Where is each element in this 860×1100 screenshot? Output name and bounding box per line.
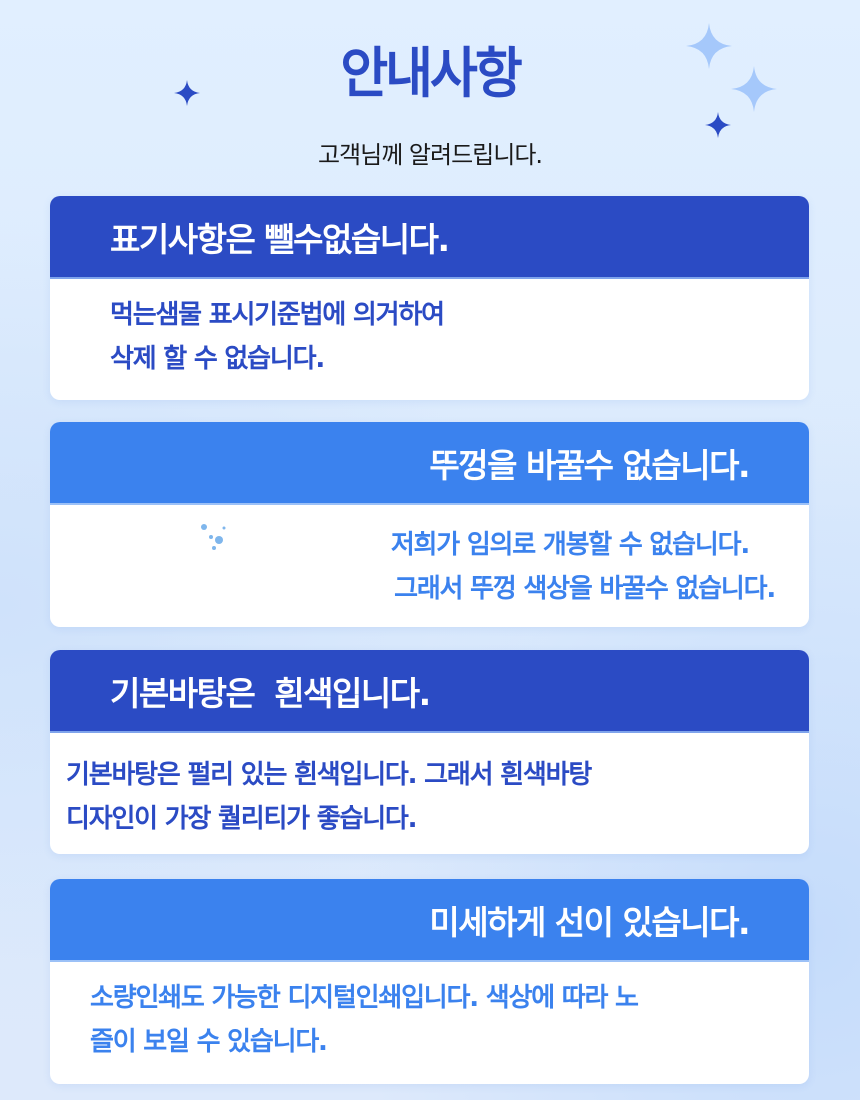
notice-card-cap: 뚜껑을 바꿀수 없습니다. 저희가 임의로 개봉할 수 없습니다. 그래서 뚜껑… (50, 422, 809, 627)
card-heading: 표기사항은 뺄수없습니다. (50, 196, 809, 279)
card-body-line: 삭제 할 수 없습니다. (110, 344, 325, 374)
card-heading: 뚜껑을 바꿀수 없습니다. (50, 422, 809, 505)
card-body-line: 저희가 임의로 개봉할 수 없습니다. (390, 530, 750, 560)
card-body-line: 디자인이 가장 퀄리티가 좋습니다. (66, 804, 418, 834)
sparkle-icon (731, 66, 777, 112)
sparkle-icon (705, 112, 731, 138)
bubble-dots-icon (201, 524, 226, 550)
card-body-line: 소량인쇄도 가능한 디지털인쇄입니다. 색상에 따라 노 (90, 983, 639, 1013)
card-body-line: 그래서 뚜껑 색상을 바꿀수 없습니다. (394, 574, 776, 604)
card-heading: 미세하게 선이 있습니다. (50, 879, 809, 962)
notice-card-background: 기본바탕은 흰색입니다. 기본바탕은 펄리 있는 흰색입니다. 그래서 흰색바탕… (50, 650, 809, 854)
card-body-line: 즐이 보일 수 있습니다. (90, 1027, 328, 1057)
card-body: 소량인쇄도 가능한 디지털인쇄입니다. 색상에 따라 노 즐이 보일 수 있습니… (50, 962, 809, 1064)
page-subtitle: 고객님께 알려드립니다. (317, 141, 543, 169)
notice-card-lines: 미세하게 선이 있습니다. 소량인쇄도 가능한 디지털인쇄입니다. 색상에 따라… (50, 879, 809, 1084)
card-body: 저희가 임의로 개봉할 수 없습니다. 그래서 뚜껑 색상을 바꿀수 없습니다. (50, 505, 809, 611)
notice-card-labeling: 표기사항은 뺄수없습니다. 먹는샘물 표시기준법에 의거하여 삭제 할 수 없습… (50, 196, 809, 400)
sparkle-icon (174, 80, 200, 106)
card-body-line: 기본바탕은 펄리 있는 흰색입니다. 그래서 흰색바탕 (66, 760, 592, 790)
card-body: 기본바탕은 펄리 있는 흰색입니다. 그래서 흰색바탕 디자인이 가장 퀄리티가… (50, 733, 809, 841)
card-body: 먹는샘물 표시기준법에 의거하여 삭제 할 수 없습니다. (50, 279, 809, 381)
page-title: 안내사항 (340, 42, 522, 106)
sparkle-icon (686, 23, 732, 69)
card-heading: 기본바탕은 흰색입니다. (50, 650, 809, 733)
card-body-line: 먹는샘물 표시기준법에 의거하여 (110, 300, 445, 330)
